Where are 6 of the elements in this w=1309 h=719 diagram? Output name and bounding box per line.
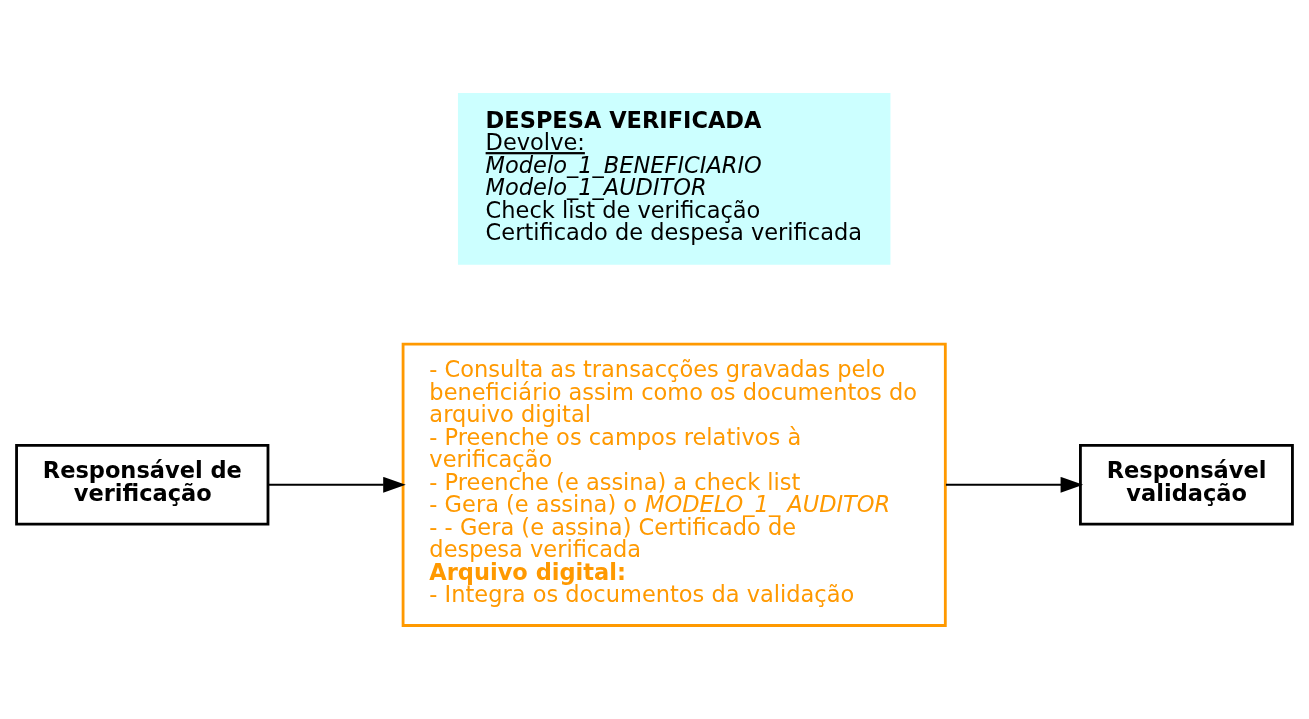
node-box: Responsável de verificação	[15, 443, 270, 526]
node-box: - Consulta as transacções gravadas pelo beneficiário assim como os documentos do arquivo digital - Preenche os campos relativos à verificação - Preenche (e assina) a check list - Gera (e assina) o MODELO_1_ AUDITOR - - Gera (e assina) Certificado de despesa verificada Arquivo digital: - Integra os documentos da validação	[401, 342, 947, 627]
node-box: Responsável validação	[1079, 443, 1294, 526]
arrow	[945, 476, 1084, 493]
node-box: DESPESA VERIFICADA Devolve: Modelo_1_BENEFICIARIO Modelo_1_AUDITOR Check list de verificação Certificado de despesa verificada	[457, 92, 891, 265]
arrow	[267, 476, 406, 493]
